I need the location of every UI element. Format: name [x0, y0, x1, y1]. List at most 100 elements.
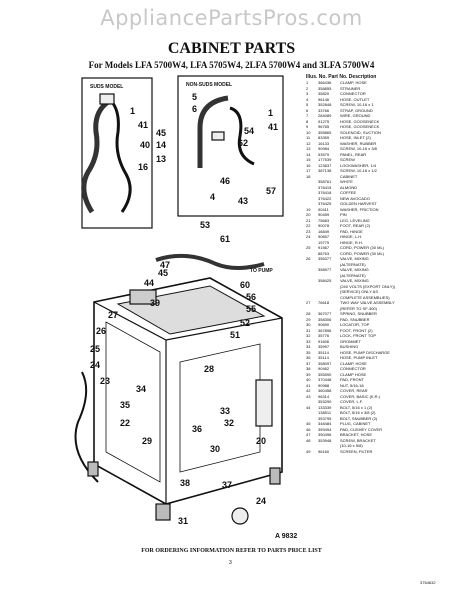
callout-number: 55: [246, 304, 256, 314]
part-number: 91567: [318, 245, 330, 250]
part-description: WIRE, GROUND: [340, 113, 371, 118]
part-description: COFFEE: [340, 190, 357, 195]
part-number: 90984: [318, 146, 330, 151]
part-key: 21: [306, 217, 311, 223]
part-key: 32: [306, 333, 311, 338]
part-number: 358425: [318, 278, 332, 283]
callout-number: 43: [238, 196, 248, 206]
part-number: 91275: [318, 118, 330, 124]
part-number: 348484: [318, 421, 332, 426]
part-description: LOCK, FRONT TOP: [340, 333, 377, 338]
callout-number: 26: [96, 326, 106, 336]
part-description: SCREW: [340, 157, 355, 162]
part-number: 370448: [318, 377, 332, 382]
part-description: CORD, POWER (30 ML): [340, 245, 385, 250]
part-key: 27: [306, 300, 311, 305]
callout-number: 41: [268, 122, 278, 132]
part-number: 358306: [318, 316, 332, 322]
part-number: 356377: [318, 256, 332, 261]
callout-number: 32: [224, 418, 234, 428]
part-key: 6: [306, 107, 309, 113]
part-description: LOCKWASHER, 1/4: [340, 162, 377, 168]
part-key: 46: [306, 426, 311, 432]
part-row: 24 90657 HINGE, L.H.: [306, 234, 456, 240]
callout-number: 6: [192, 104, 197, 114]
part-number: 133339: [318, 404, 332, 410]
part-key: 31: [306, 327, 311, 333]
callout-number: 37: [222, 480, 232, 490]
part-description: WASHER, RUBBER: [340, 140, 377, 146]
callout-number: 20: [256, 436, 266, 446]
callout-number: 1: [130, 106, 135, 116]
part-description: (240 VOLTS (EXPORT ONLY)): [340, 283, 396, 289]
part-number: 76618: [318, 300, 330, 305]
part-key: 3: [306, 91, 309, 96]
part-description: FOOT, REAR (2): [340, 223, 371, 228]
part-description: PIN: [340, 212, 347, 217]
part-number: 90657: [318, 234, 330, 239]
part-number: 90411: [318, 206, 329, 212]
callout-number: 62: [238, 138, 248, 148]
page-number: 3: [229, 560, 232, 566]
part-number: 350496: [318, 432, 332, 437]
callout-number: 57: [266, 186, 276, 196]
part-description: SCREW, 10-16 x 3/8: [340, 146, 377, 151]
part-key: 11: [306, 135, 311, 140]
part-number: 88763: [318, 250, 330, 256]
part-description: PAD, HINGE: [340, 228, 363, 234]
part-key: 1: [306, 80, 309, 85]
part-number: 90459: [318, 212, 330, 217]
part-description: SCREW, BRACKET: [340, 437, 376, 443]
callout-number: 24: [256, 496, 266, 506]
part-number: 366436: [318, 80, 332, 85]
part-key: 45: [306, 421, 311, 426]
part-description: CORD, POWER (30 ML): [340, 250, 385, 256]
part-description: HOSE, PUMP DISCHARGE: [340, 349, 390, 355]
part-number: 53579: [318, 151, 330, 157]
header-part: Part No.: [328, 74, 348, 80]
part-key: 36: [306, 355, 311, 360]
part-key: 44: [306, 404, 311, 410]
callout-number: 52: [240, 318, 250, 328]
part-description: HINGE, L.H.: [340, 234, 363, 239]
part-number: 352848: [318, 102, 332, 107]
part-key: 17: [306, 168, 311, 173]
part-key: 49: [306, 448, 311, 454]
part-description: VALVE, MIXING: [340, 256, 369, 261]
part-key: 2: [306, 85, 309, 91]
part-number: 353948: [318, 437, 332, 443]
part-description: NUT, 5/16-18: [340, 382, 364, 388]
part-key: 18: [306, 173, 311, 179]
part-description: HOSE, OUTLET: [340, 96, 370, 102]
part-description: SCREW, 10-16 x 1/2: [340, 168, 377, 173]
callout-number: 44: [144, 278, 154, 288]
callout-number: 4: [210, 192, 215, 202]
part-number: 355590: [318, 371, 332, 377]
ordering-footer: FOR ORDERING INFORMATION REFER TO PARTS …: [141, 548, 322, 554]
callout-number: 16: [138, 162, 148, 172]
part-key: 24: [306, 234, 311, 239]
part-key: 9: [306, 124, 309, 129]
callout-number: 39: [150, 298, 160, 308]
part-description: TWO WAY VALVE ASSEMBLY: [340, 300, 395, 305]
part-description: BOLT, SNUBBER (2): [340, 415, 378, 421]
header-key: Illus. No.: [306, 74, 327, 80]
part-number: 138511: [318, 410, 332, 415]
callout-number: 31: [178, 516, 188, 526]
part-key: 5: [306, 102, 309, 107]
part-number: 355865: [318, 129, 332, 135]
part-key: 14: [306, 151, 311, 157]
